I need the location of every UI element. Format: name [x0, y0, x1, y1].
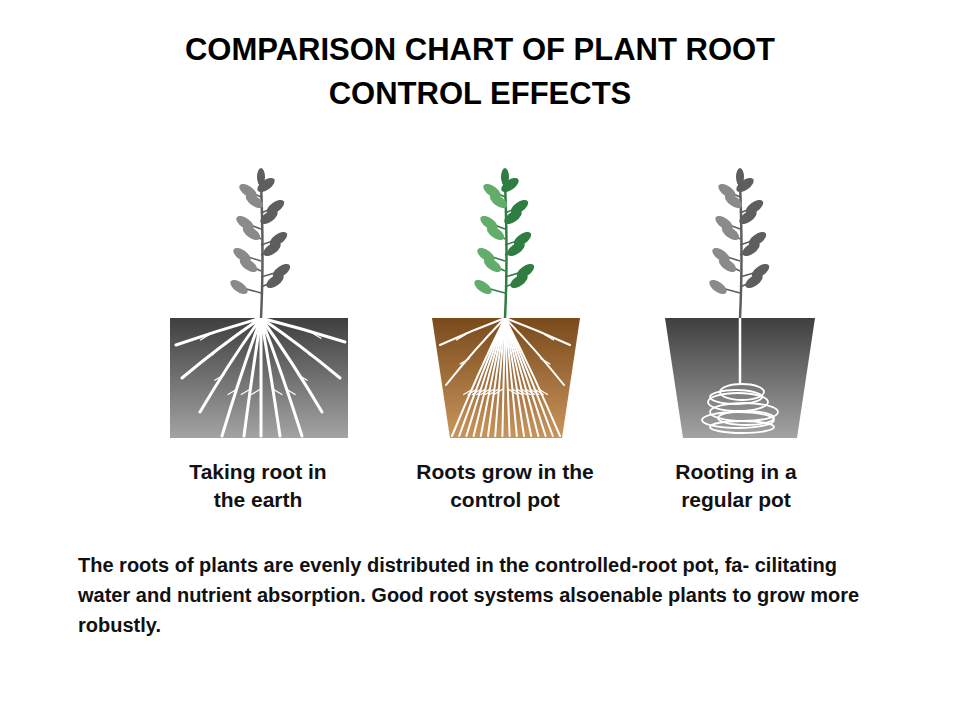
- leaf: [707, 277, 729, 297]
- leaf: [501, 168, 509, 186]
- root-hair: [493, 389, 503, 395]
- coiled-root: [702, 412, 774, 428]
- root: [261, 318, 280, 436]
- leaf: [481, 181, 503, 201]
- root-hair: [311, 332, 321, 338]
- coiled-root: [720, 384, 764, 400]
- root-hair: [298, 374, 308, 380]
- description-text: The roots of plants are evenly distribut…: [78, 550, 888, 640]
- root: [481, 318, 505, 436]
- leaf: [743, 197, 765, 217]
- root-hair: [228, 389, 238, 395]
- root: [446, 318, 505, 385]
- root: [488, 318, 505, 436]
- leaf: [237, 181, 259, 201]
- leaf: [478, 213, 500, 233]
- leaf: [234, 213, 256, 233]
- root-hair: [456, 334, 466, 340]
- root-hair: [200, 334, 210, 340]
- regular-pot-roots: [702, 318, 778, 433]
- leaf: [267, 229, 289, 249]
- panel-caption: Roots grow in the control pot: [405, 458, 605, 514]
- leaf: [475, 245, 497, 265]
- root: [459, 318, 505, 436]
- grey-plant: [228, 168, 293, 318]
- leaf: [511, 229, 533, 249]
- panel-caption: Rooting in a regular pot: [651, 458, 821, 514]
- earth-block: [170, 318, 348, 438]
- leaf: [231, 245, 253, 265]
- root-hair: [544, 334, 554, 340]
- root-hair: [204, 354, 214, 360]
- root: [502, 318, 505, 436]
- earth-roots: [176, 318, 345, 436]
- leaf: [228, 277, 250, 297]
- root: [440, 318, 505, 345]
- control-pot-roots: [440, 318, 570, 436]
- grey-plant: [707, 168, 772, 318]
- panel-caption: Taking root in the earth: [173, 458, 343, 514]
- root: [222, 318, 261, 436]
- root-hair: [460, 358, 470, 364]
- leaf: [472, 277, 494, 297]
- root-hair: [540, 358, 550, 364]
- root: [505, 318, 570, 345]
- root: [505, 318, 546, 436]
- control-pot: [432, 318, 580, 438]
- regular-pot: [665, 318, 815, 438]
- leaf: [713, 213, 735, 233]
- leaf: [508, 197, 530, 217]
- root: [261, 318, 345, 342]
- root: [200, 318, 261, 412]
- root: [260, 318, 263, 436]
- root-hair: [251, 389, 261, 395]
- root: [244, 318, 261, 436]
- leaf: [710, 245, 732, 265]
- root-hair: [214, 374, 224, 380]
- root: [261, 318, 340, 378]
- root: [176, 318, 261, 345]
- root: [505, 318, 564, 385]
- root-hair: [286, 389, 296, 395]
- root-hair: [308, 354, 318, 360]
- root: [505, 318, 560, 436]
- root-hair: [272, 389, 282, 395]
- root: [261, 318, 302, 436]
- leaf: [746, 229, 768, 249]
- root: [495, 318, 505, 436]
- root: [466, 318, 505, 436]
- green-plant: [472, 168, 537, 318]
- root-hair: [538, 389, 548, 395]
- leaf: [270, 261, 292, 281]
- root: [739, 318, 742, 385]
- leaf: [736, 168, 744, 186]
- coiled-root: [718, 411, 774, 425]
- root-hair: [241, 389, 251, 395]
- leaf: [264, 197, 286, 217]
- leaf: [716, 181, 738, 201]
- chart-title: COMPARISON CHART OF PLANT ROOT CONTROL E…: [170, 28, 790, 116]
- leaf: [749, 261, 771, 281]
- leaf: [257, 168, 265, 186]
- coiled-root: [710, 390, 762, 404]
- leaf: [514, 261, 536, 281]
